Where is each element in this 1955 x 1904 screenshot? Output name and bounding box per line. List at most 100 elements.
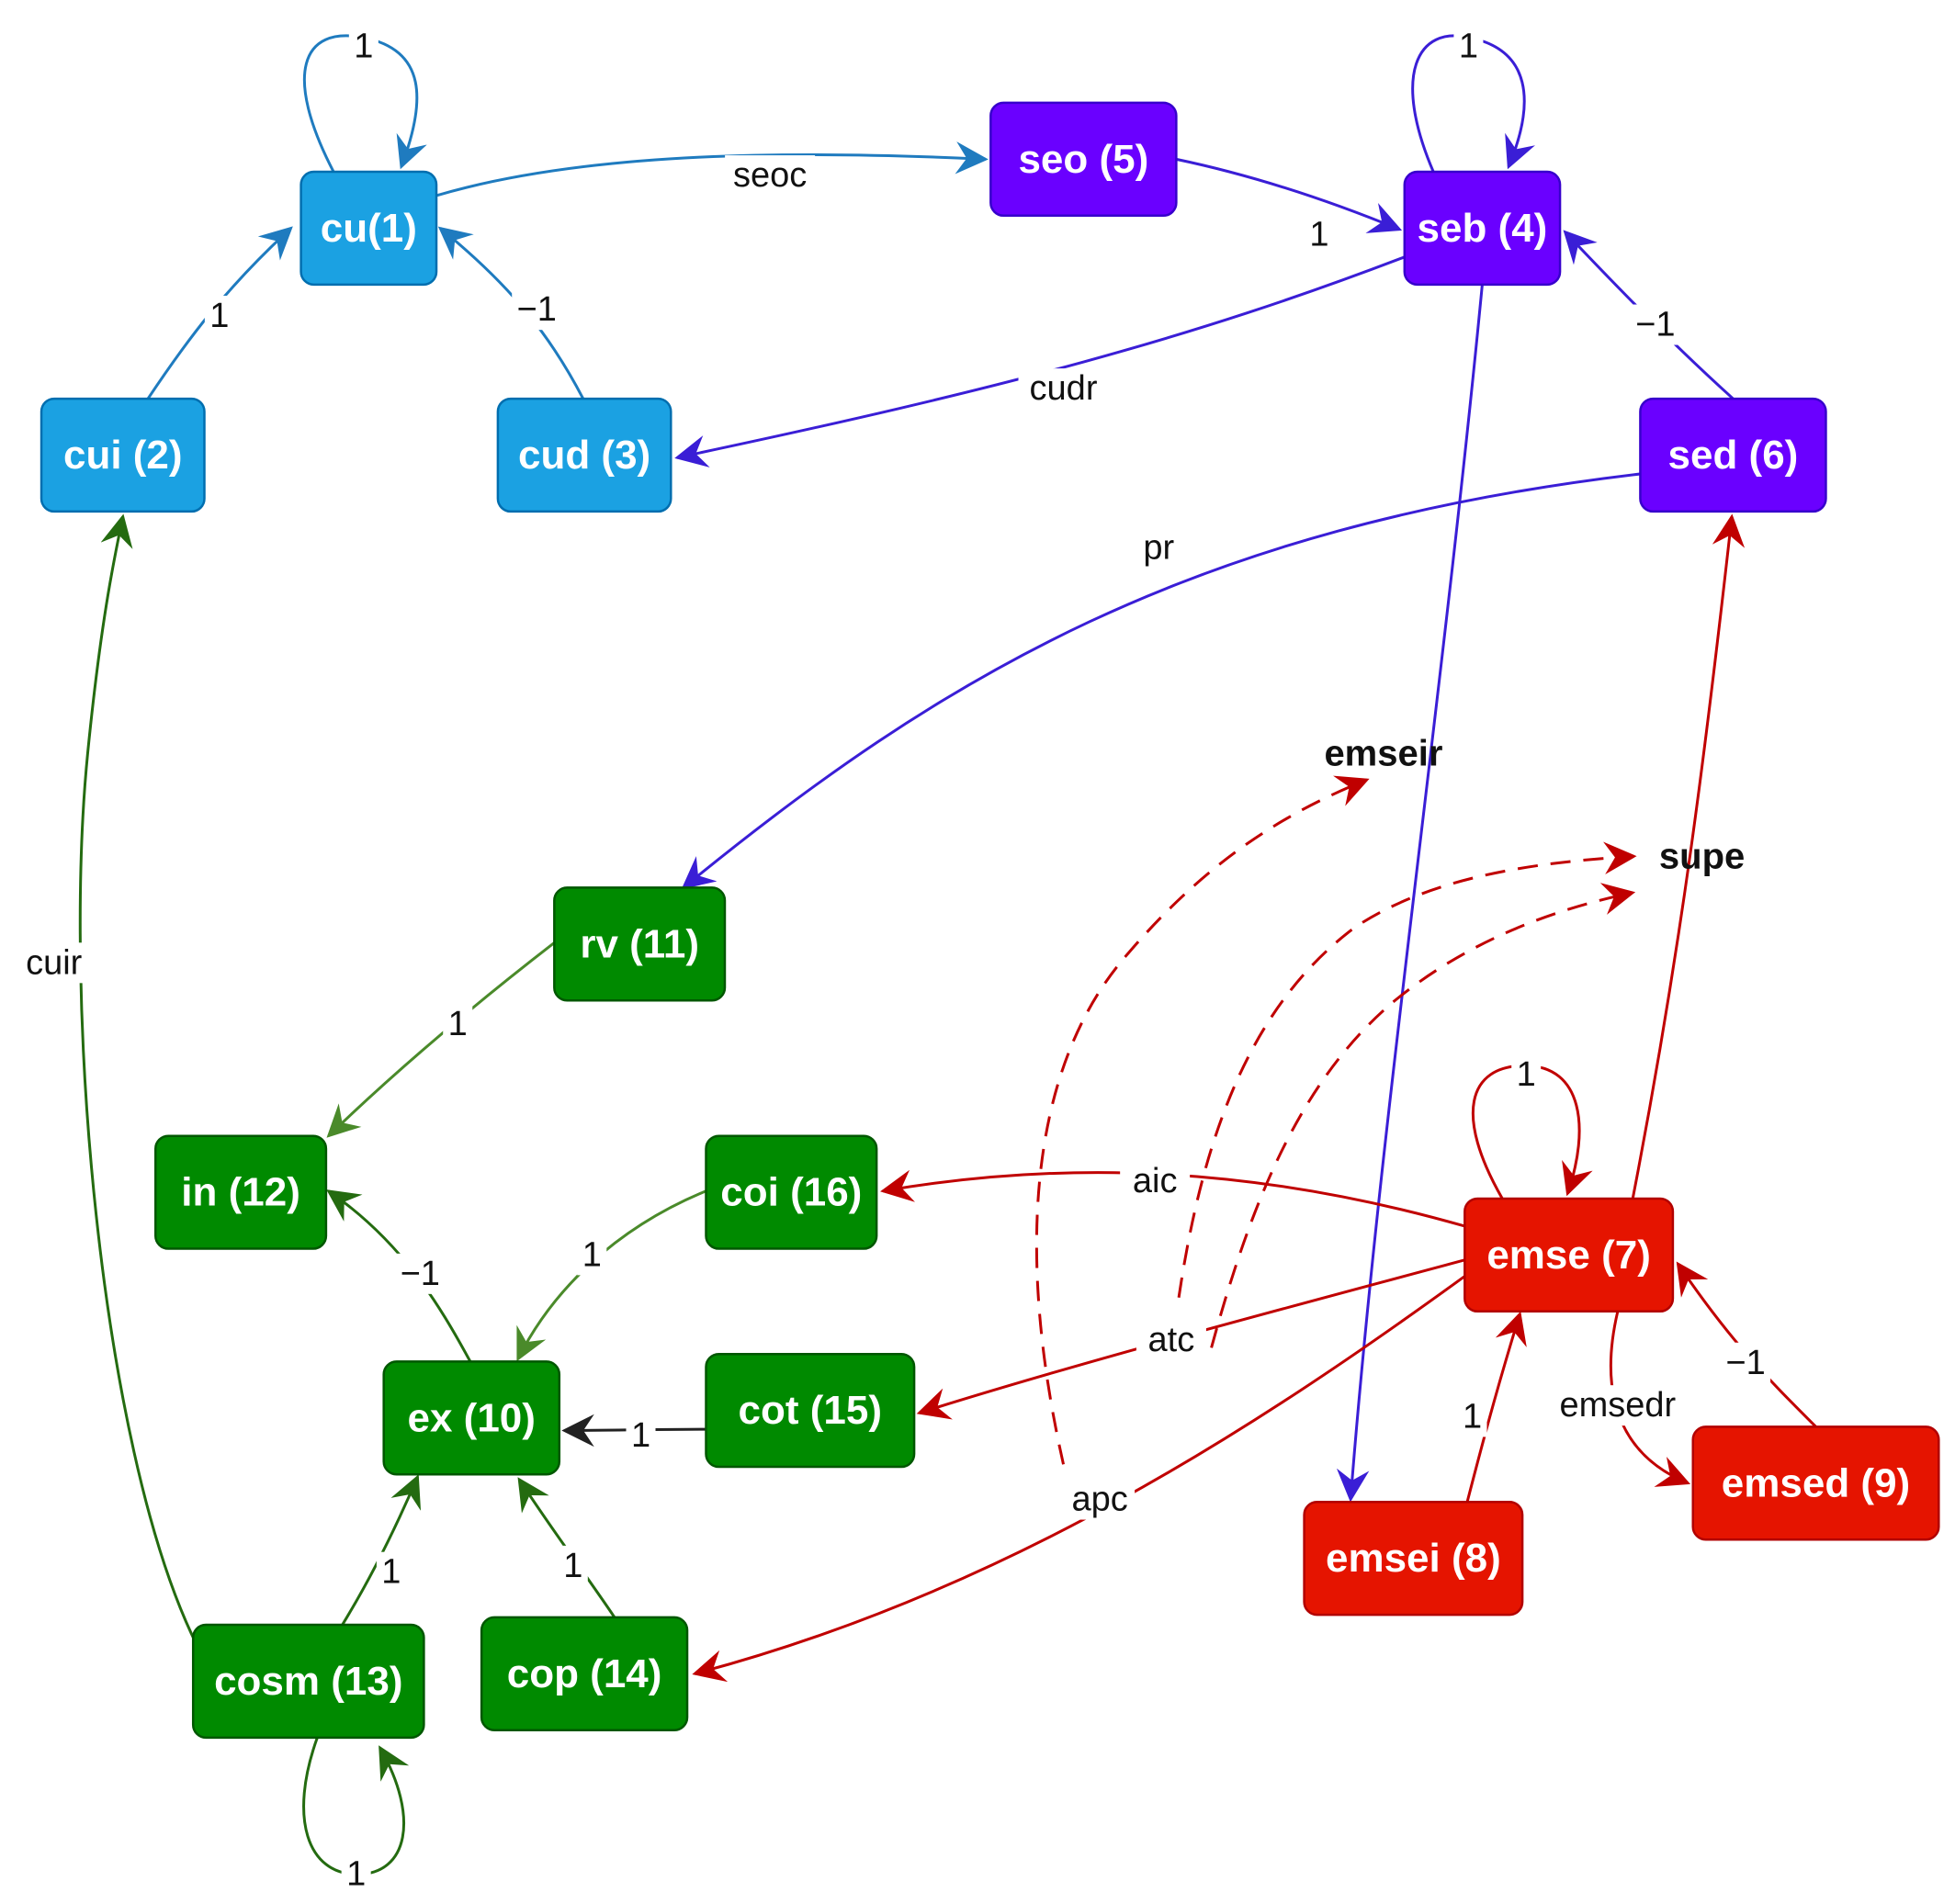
node-cop[interactable]: cop (14) — [480, 1616, 689, 1731]
edge-label-emse-cot: atc — [1136, 1320, 1206, 1361]
node-box — [496, 397, 672, 513]
edge-cu-seo — [436, 141, 989, 196]
edge-label-text: 1 — [582, 1235, 602, 1274]
edge-label-text: 1 — [381, 1553, 401, 1592]
node-emsei[interactable]: emsei (8) — [1303, 1501, 1524, 1617]
edge-label-ex-in: −1 — [395, 1253, 446, 1294]
edge-label-bg — [558, 1545, 588, 1586]
edge-label-bg — [1120, 1160, 1191, 1201]
edge-label-text: 1 — [209, 297, 229, 335]
edge-cosm-cui — [80, 513, 193, 1637]
edge-label-coi-ex: 1 — [577, 1234, 607, 1276]
node-label: seb (4) — [1418, 206, 1548, 251]
node-box — [299, 170, 438, 287]
edge-label-cu-seo: seoc — [725, 155, 816, 197]
edge-label-bg — [725, 155, 816, 197]
edge-label-text: 1 — [354, 28, 373, 66]
edge-label-bg — [577, 1234, 607, 1276]
node-box — [1303, 1501, 1524, 1617]
edge-label-emsei-emse: 1 — [1457, 1396, 1487, 1437]
edge-dash-supe-1 — [1179, 841, 1637, 1297]
node-box — [989, 101, 1178, 218]
floating-label-emseir: emseir — [1324, 733, 1442, 773]
node-label: ex (10) — [408, 1395, 536, 1440]
node-cot[interactable]: cot (15) — [705, 1352, 916, 1469]
edge-label-cot-ex: 1 — [626, 1414, 656, 1456]
edge-label-emse-coi: aic — [1120, 1160, 1191, 1201]
edge-seb-cud — [674, 257, 1405, 468]
node-sed[interactable]: sed (6) — [1639, 397, 1827, 513]
edge-label-text: 1 — [1463, 1397, 1482, 1436]
node-label: cot (15) — [739, 1388, 882, 1433]
node-emsed[interactable]: emsed (9) — [1691, 1425, 1940, 1541]
edge-label-cud-cu: −1 — [512, 289, 562, 331]
node-seb[interactable]: seb (4) — [1403, 170, 1562, 287]
edge-emse-sed — [1633, 513, 1746, 1199]
node-label: cop (14) — [507, 1651, 662, 1696]
edge-label-cosm-self: 1 — [341, 1853, 371, 1895]
edge-label-bg — [1511, 1053, 1542, 1095]
node-box — [1403, 170, 1562, 287]
edge-label-bg — [348, 26, 379, 67]
node-in[interactable]: in (12) — [154, 1134, 328, 1250]
edge-label-text: 1 — [631, 1416, 650, 1455]
edge-coi-ex — [518, 1191, 706, 1362]
node-box — [705, 1134, 878, 1250]
edge-cosm-self — [304, 1738, 410, 1875]
edge-labels-layer: 11−1seoc11−1cudrpr11−1emsedraicatcapc1−1… — [8, 26, 1771, 1895]
edge-dash-supe-2 — [1212, 883, 1636, 1347]
edge-label-text: −1 — [1635, 306, 1675, 344]
node-rv[interactable]: rv (11) — [553, 886, 727, 1002]
edge-seo-seb — [1176, 159, 1403, 233]
node-box — [154, 1134, 328, 1250]
node-label: cud (3) — [518, 433, 650, 478]
edge-label-bg — [1552, 1385, 1683, 1426]
node-label: in (12) — [181, 1170, 300, 1215]
node-emse[interactable]: emse (7) — [1463, 1197, 1675, 1313]
edge-label-bg — [1457, 1396, 1487, 1437]
edge-label-text: seoc — [733, 156, 807, 195]
node-box — [553, 886, 727, 1002]
edge-label-cop-ex: 1 — [558, 1545, 588, 1586]
edge-label-bg — [512, 289, 562, 331]
node-coi[interactable]: coi (16) — [705, 1134, 878, 1250]
edge-label-bg — [376, 1551, 406, 1593]
node-box — [705, 1352, 916, 1469]
edge-cosm-ex — [343, 1474, 422, 1625]
node-label: cu(1) — [321, 206, 417, 251]
edge-label-emsed-emse: −1 — [1721, 1342, 1771, 1383]
edge-label-text: −1 — [401, 1255, 440, 1293]
edge-label-text: −1 — [1725, 1344, 1765, 1382]
edge-label-text: apc — [1071, 1481, 1127, 1519]
node-cud[interactable]: cud (3) — [496, 397, 672, 513]
node-box — [1463, 1197, 1675, 1313]
edge-label-text: cudr — [1030, 369, 1098, 408]
edge-sed-rv — [681, 474, 1640, 890]
edge-label-text: aic — [1133, 1162, 1178, 1200]
edge-emsei-emse — [1467, 1311, 1527, 1503]
edge-label-bg — [626, 1414, 656, 1456]
edge-label-seb-cud: cudr — [1018, 368, 1109, 410]
node-ex[interactable]: ex (10) — [382, 1360, 561, 1476]
edge-label-text: cuir — [26, 943, 83, 982]
edge-label-bg — [1018, 368, 1109, 410]
nodes-layer: cu(1) cui (2) cud (3) seb (4) seo (5) sed (6)… — [40, 101, 1940, 1740]
edge-label-sed-rv: pr — [1134, 527, 1184, 569]
edge-label-cosm-cui: cuir — [8, 942, 99, 984]
edge-label-bg — [8, 942, 99, 984]
edge-label-text: pr — [1143, 529, 1174, 568]
edge-label-bg — [1134, 527, 1184, 569]
edge-seb-emsei — [1336, 285, 1482, 1503]
node-cosm[interactable]: cosm (13) — [191, 1623, 425, 1740]
edge-label-bg — [1065, 1479, 1136, 1520]
node-box — [480, 1616, 689, 1731]
node-label: sed (6) — [1668, 433, 1799, 478]
edge-label-emse-self: 1 — [1511, 1053, 1542, 1095]
node-seo[interactable]: seo (5) — [989, 101, 1178, 218]
edge-label-emse-cop: apc — [1065, 1479, 1136, 1520]
edge-label-sed-seb: −1 — [1630, 304, 1680, 345]
node-cui[interactable]: cui (2) — [40, 397, 206, 513]
edge-label-bg — [204, 295, 234, 336]
node-cu[interactable]: cu(1) — [299, 170, 438, 287]
